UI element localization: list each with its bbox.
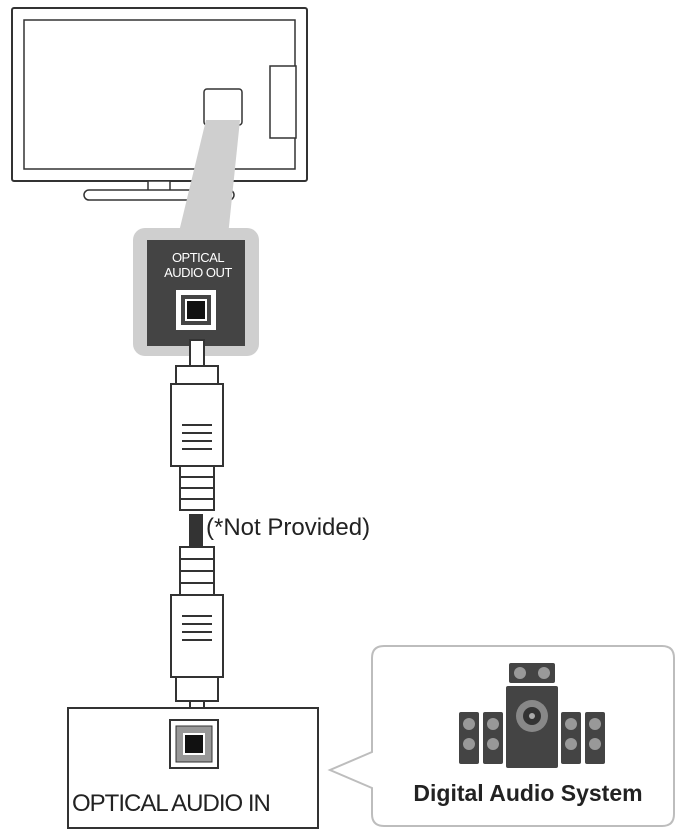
- optical-in-label: OPTICAL AUDIO IN: [72, 790, 271, 817]
- optical-in-port-icon: [169, 719, 219, 769]
- optical-out-label-line1: OPTICAL: [171, 250, 225, 265]
- optical-cable-upper-connector: [170, 339, 224, 511]
- optical-out-port-icon: [176, 290, 216, 330]
- speaker-system-icon: [459, 663, 605, 768]
- optical-out-panel: [133, 228, 259, 356]
- tv-icon: [11, 7, 308, 201]
- not-provided-note: (*Not Provided): [206, 514, 371, 541]
- optical-out-label-line2: AUDIO OUT: [164, 265, 232, 280]
- zoom-callout-wedge: [178, 120, 240, 236]
- digital-audio-system-label: Digital Audio System: [413, 780, 643, 806]
- optical-cable-lower-connector: [170, 546, 224, 724]
- optical-in-panel: [67, 707, 319, 829]
- optical-cable-segment: [189, 514, 203, 546]
